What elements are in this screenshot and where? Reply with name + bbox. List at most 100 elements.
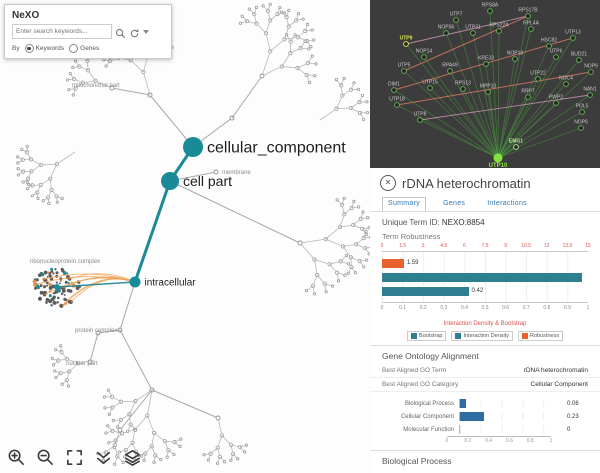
tree-node[interactable] <box>313 74 317 78</box>
tree-node[interactable] <box>297 240 303 246</box>
gene-label[interactable]: NOP9 <box>584 64 598 70</box>
tree-node[interactable] <box>30 194 34 198</box>
gene-node[interactable] <box>487 8 493 14</box>
gene-label[interactable]: RPA49 <box>442 63 458 69</box>
collapse-icon[interactable] <box>94 448 113 467</box>
tree-node[interactable] <box>367 252 370 256</box>
gene-label[interactable]: NOP56 <box>438 25 455 31</box>
tree-node[interactable] <box>109 85 115 91</box>
cluster-node[interactable] <box>51 297 55 302</box>
tree-node[interactable] <box>287 8 291 12</box>
gene-node[interactable] <box>427 85 433 91</box>
gene-label[interactable]: UTP22 <box>530 71 546 77</box>
tree-node[interactable] <box>305 22 310 26</box>
gene-node[interactable] <box>528 26 534 32</box>
gene-node[interactable] <box>563 81 569 87</box>
tree-node[interactable] <box>36 196 40 200</box>
tree-node[interactable] <box>47 201 51 205</box>
branch-label[interactable]: protein complex <box>75 328 117 334</box>
tree-node[interactable] <box>240 14 244 18</box>
tree-node[interactable] <box>312 292 316 296</box>
gene-label[interactable]: UTP21 <box>465 25 481 31</box>
close-icon[interactable]: ✕ <box>380 175 396 191</box>
selected-term-node[interactable] <box>161 172 179 190</box>
tree-node[interactable] <box>357 205 361 209</box>
cluster-node[interactable] <box>50 270 54 273</box>
cluster-node[interactable] <box>48 285 53 290</box>
tree-node[interactable] <box>53 348 58 352</box>
tree-node[interactable] <box>309 45 313 49</box>
tree-node[interactable] <box>54 375 58 380</box>
gene-node[interactable] <box>525 94 531 100</box>
tree-node[interactable] <box>16 161 20 165</box>
tree-node[interactable] <box>106 424 110 428</box>
tree-node[interactable] <box>20 147 24 151</box>
cluster-node[interactable] <box>48 282 53 287</box>
tree-node[interactable] <box>344 253 349 258</box>
tree-node[interactable] <box>16 173 20 177</box>
cluster-node[interactable] <box>56 301 59 304</box>
tree-node[interactable] <box>216 461 220 465</box>
tree-node[interactable] <box>107 441 111 445</box>
gene-node[interactable] <box>588 69 594 75</box>
gene-label[interactable]: NOC4 <box>559 76 573 82</box>
tree-node[interactable] <box>367 226 370 230</box>
tree-node[interactable] <box>360 93 365 97</box>
gene-label[interactable]: PWP2 <box>549 95 563 101</box>
gene-label[interactable]: DIM1 <box>388 82 400 88</box>
chevron-down-icon[interactable] <box>143 29 149 34</box>
tree-node[interactable] <box>280 10 284 14</box>
radio-genes[interactable]: Genes <box>69 44 99 53</box>
cluster-node[interactable] <box>45 301 48 304</box>
branch-label[interactable]: ribonucleoprotein complex <box>30 259 100 265</box>
gene-label[interactable]: RPL4A <box>523 21 540 27</box>
tree-node[interactable] <box>229 458 233 462</box>
gene-node[interactable] <box>570 35 576 41</box>
tab-interactions[interactable]: Interactions <box>487 199 527 207</box>
tree-node[interactable] <box>25 187 30 191</box>
tree-node[interactable] <box>346 262 351 266</box>
gene-label[interactable]: UTP10 <box>489 163 508 168</box>
tree-node[interactable] <box>51 363 56 367</box>
tree-node[interactable] <box>67 87 71 92</box>
gene-node[interactable] <box>483 61 489 67</box>
gene-node[interactable] <box>453 17 459 23</box>
cluster-node[interactable] <box>52 272 55 275</box>
cluster-node[interactable] <box>57 289 61 293</box>
tree-node[interactable] <box>116 425 120 429</box>
tree-node[interactable] <box>102 395 107 399</box>
gene-node[interactable] <box>546 43 552 49</box>
gene-node[interactable] <box>391 87 397 93</box>
tree-node[interactable] <box>243 450 247 454</box>
gene-node[interactable] <box>421 54 427 60</box>
tree-node[interactable] <box>335 198 339 202</box>
cluster-node[interactable] <box>64 280 68 284</box>
cluster-node[interactable] <box>50 267 54 271</box>
gene-node[interactable] <box>485 89 491 95</box>
tree-node[interactable] <box>364 229 368 234</box>
tree-node[interactable] <box>71 65 75 70</box>
gene-label[interactable]: RRP7 <box>521 89 535 95</box>
gene-node[interactable] <box>417 117 423 123</box>
tree-node[interactable] <box>307 47 311 51</box>
tree-node[interactable] <box>308 80 312 85</box>
tree-node[interactable] <box>123 455 127 459</box>
gene-node[interactable] <box>443 30 449 36</box>
gene-label[interactable]: POL5 <box>576 104 589 110</box>
tree-node[interactable] <box>254 5 259 10</box>
tree-node[interactable] <box>133 428 137 432</box>
tree-node[interactable] <box>142 458 146 463</box>
cluster-node[interactable] <box>43 270 48 275</box>
gene-label[interactable]: RPS22A <box>489 23 509 29</box>
gene-node[interactable] <box>394 102 400 108</box>
tree-node[interactable] <box>60 196 64 201</box>
tree-node[interactable] <box>238 21 242 25</box>
tree-node[interactable] <box>74 59 78 63</box>
gene-label[interactable]: RPS17B <box>518 8 538 14</box>
tree-node[interactable] <box>106 388 110 392</box>
tree-node[interactable] <box>362 117 366 122</box>
cluster-node[interactable] <box>40 272 45 277</box>
tab-genes[interactable]: Genes <box>443 199 466 207</box>
tree-node[interactable] <box>104 431 108 435</box>
